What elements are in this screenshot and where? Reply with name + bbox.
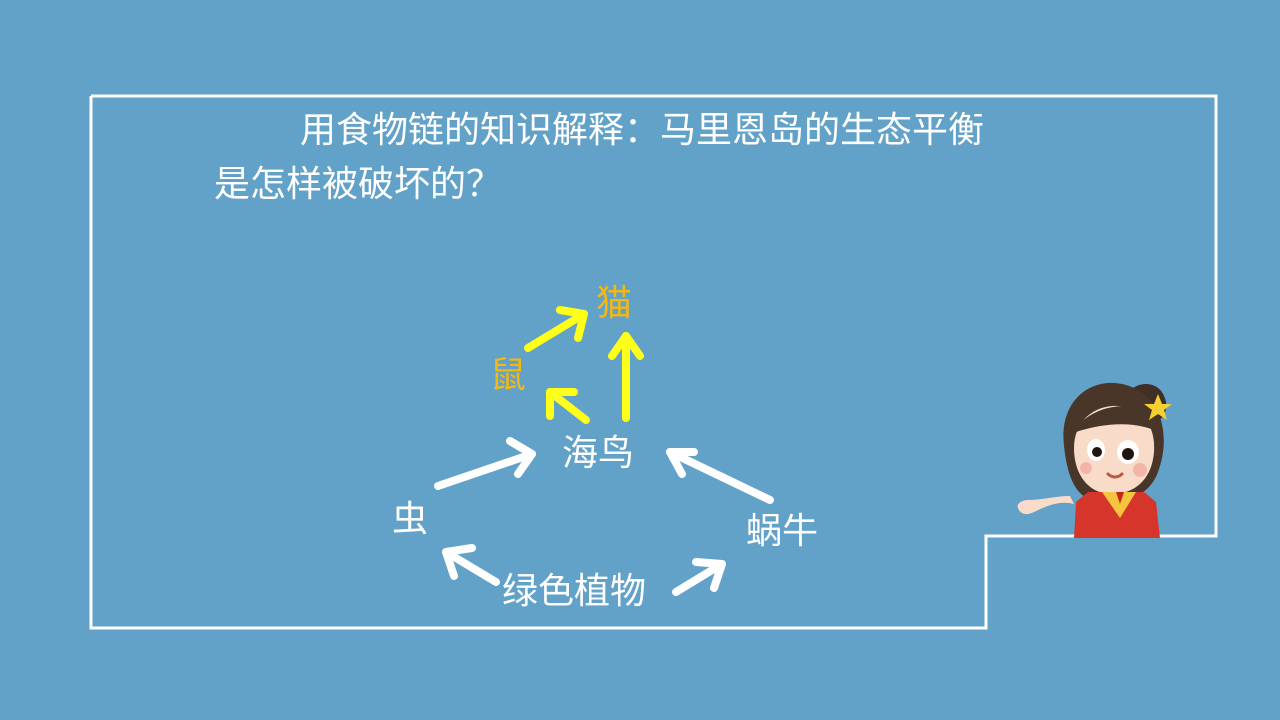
node-insect: 虫 <box>392 499 429 540</box>
question-line-2: 是怎样被破坏的？ <box>214 164 503 205</box>
arrow-plants-to-insect <box>442 544 500 586</box>
arrow-insect-to-seabird <box>434 437 536 490</box>
arrow-seabird-to-mouse <box>546 388 590 424</box>
node-green-plants: 绿色植物 <box>502 571 647 612</box>
node-mouse: 鼠 <box>490 355 527 396</box>
arrow-mouse-to-cat <box>524 306 588 352</box>
node-cat: 猫 <box>596 283 633 324</box>
question-line-1: 用食物链的知识解释：马里恩岛的生态平衡 <box>300 110 985 151</box>
arrow-snail-to-seabird <box>666 448 774 504</box>
node-seabird: 海鸟 <box>562 433 635 474</box>
girl-illustration <box>1017 382 1172 538</box>
node-snail: 蜗牛 <box>746 511 819 552</box>
arrow-plants-to-snail <box>672 558 726 596</box>
arrow-seabird-to-cat <box>608 332 644 422</box>
question-text: 用食物链的知识解释：马里恩岛的生态平衡 是怎样被破坏的？ <box>214 104 1134 212</box>
